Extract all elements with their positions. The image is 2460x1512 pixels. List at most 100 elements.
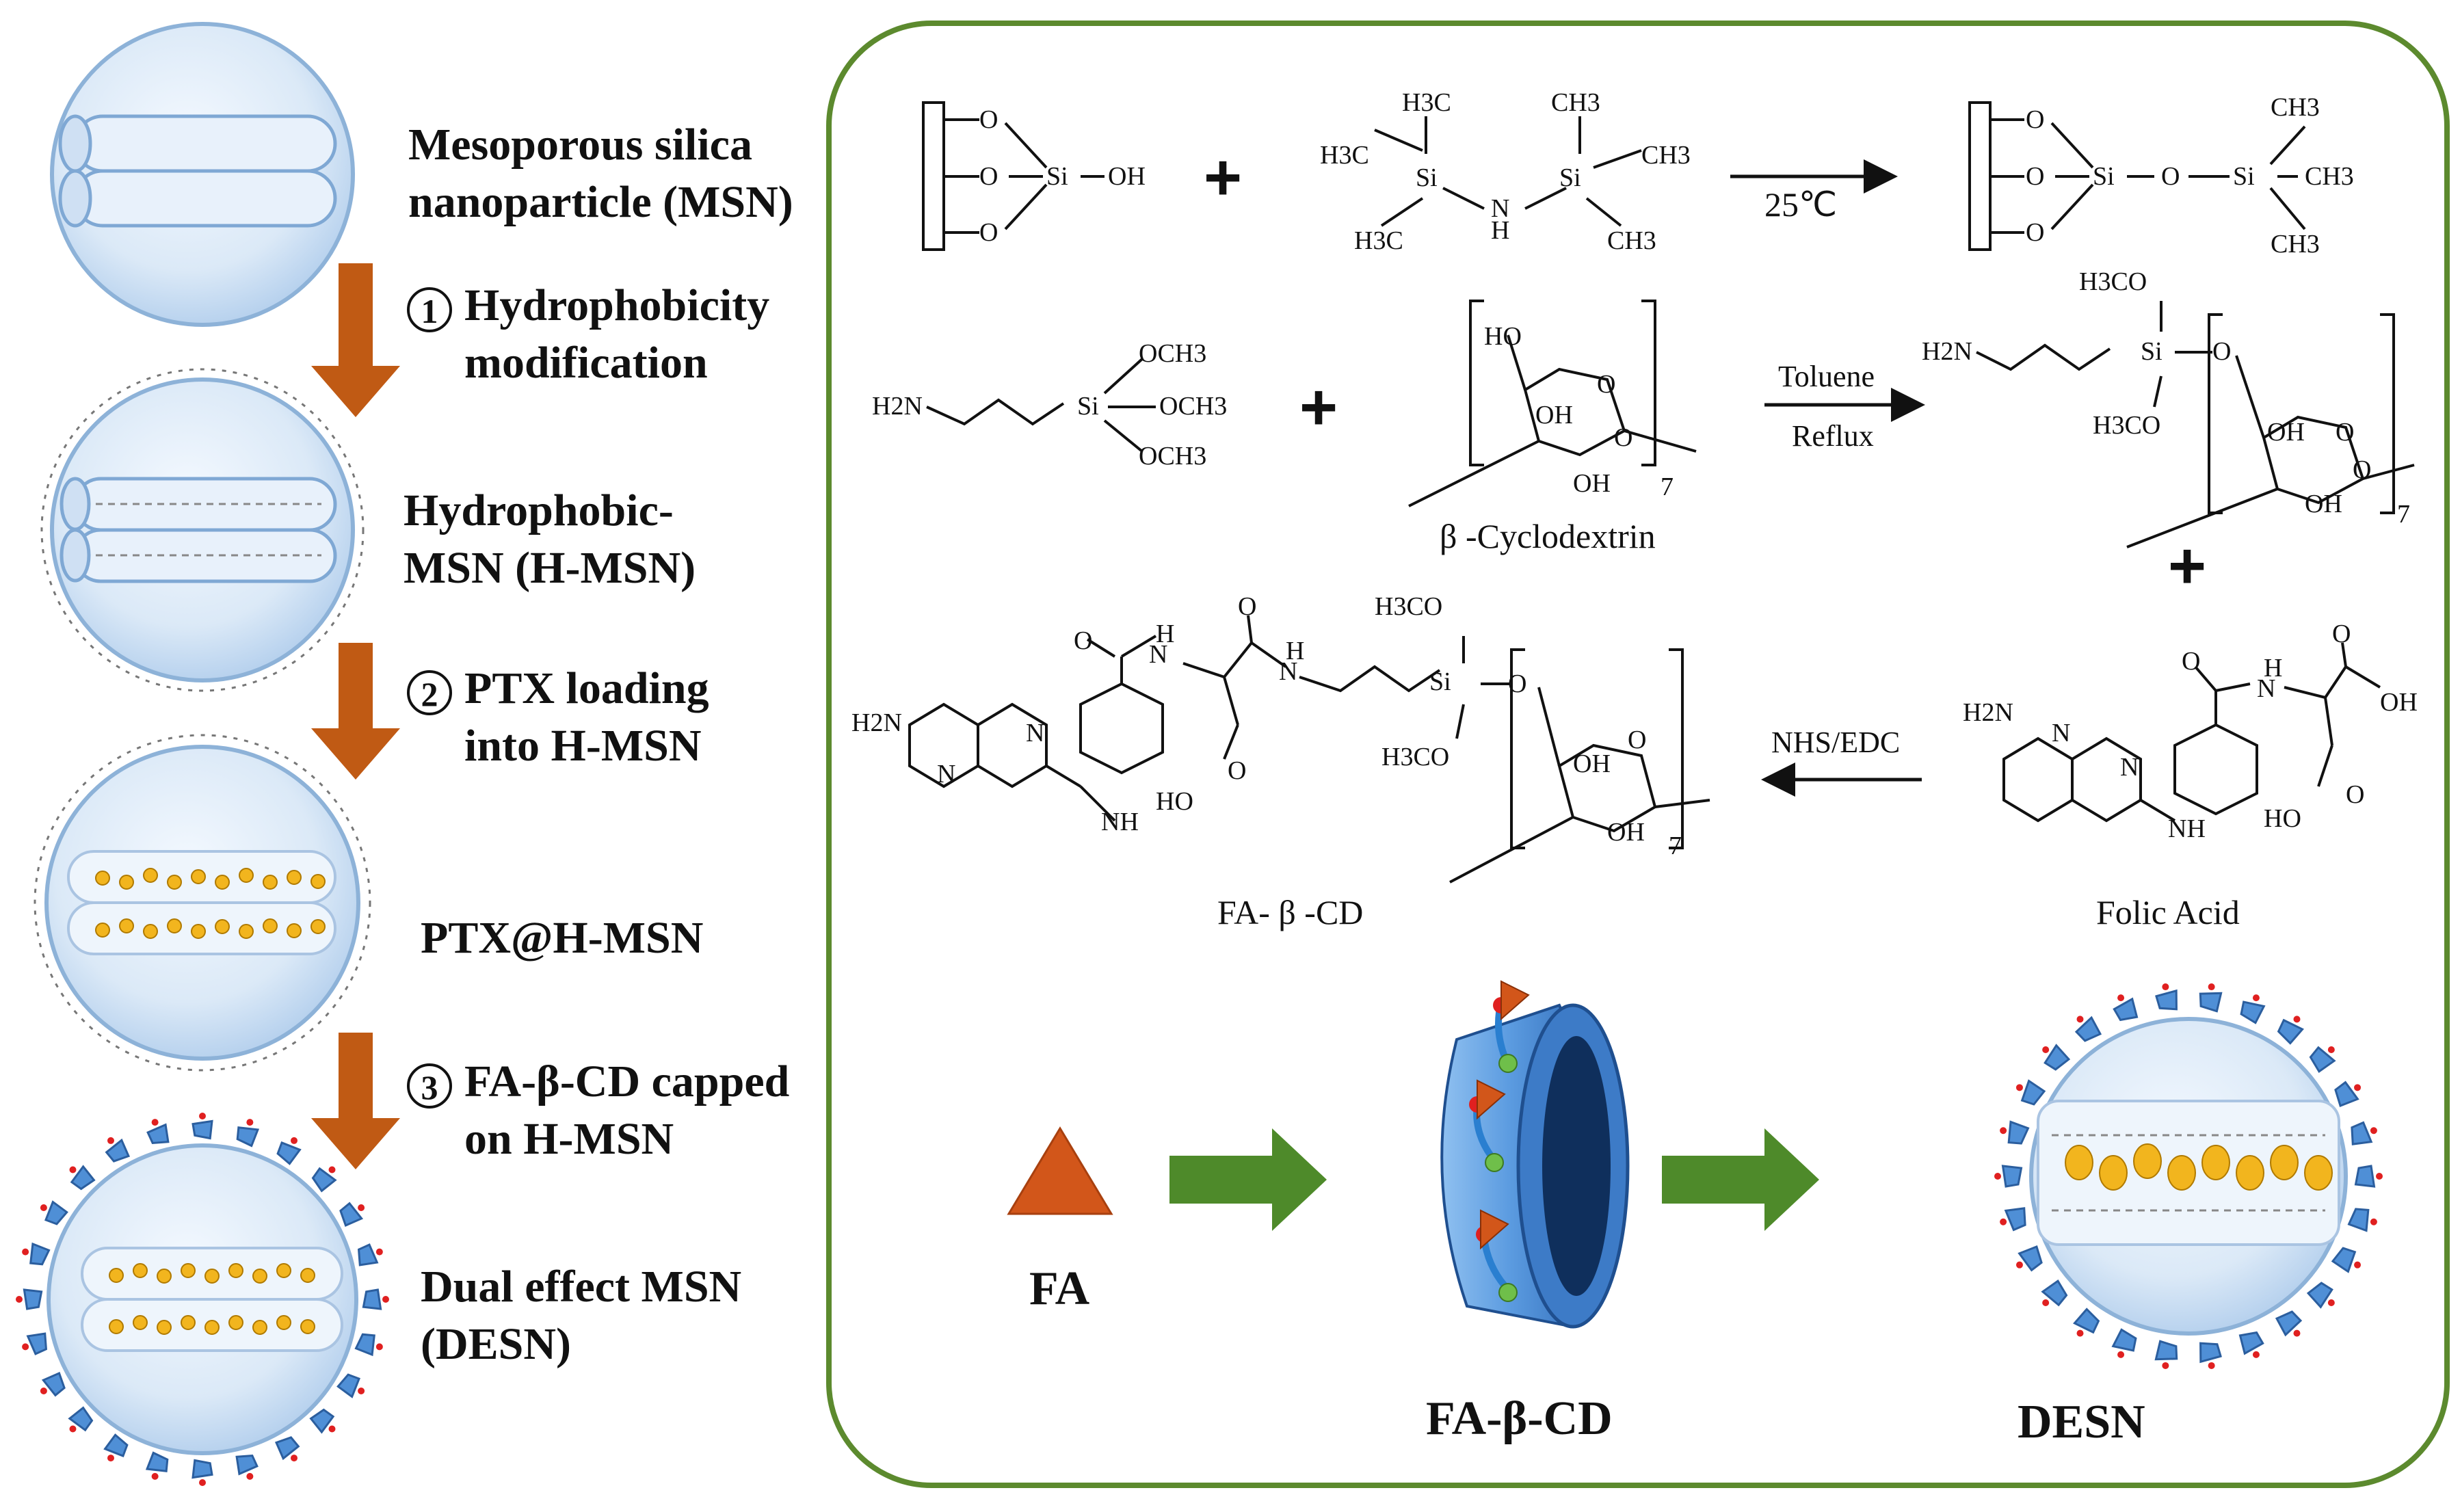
fa-ligand-dot (2327, 1046, 2335, 1053)
r2-och3-mid: OCH3 (1159, 392, 1228, 421)
cd-cap-icon (2306, 1282, 2333, 1309)
fa-ligand-dot (40, 1204, 47, 1211)
fa-ligand-dot (291, 1137, 297, 1144)
r3-h2n: H2N (851, 708, 902, 737)
r1-h3c-bot: H3C (1354, 226, 1403, 255)
r3-ho-acid: HO (1156, 787, 1193, 816)
cd-cap-icon (2020, 1079, 2046, 1106)
hmsn-label-line1: Hydrophobic- (404, 486, 674, 535)
cd-cap-icon (339, 1202, 364, 1228)
r3-condition: NHS/EDC (1771, 726, 1901, 759)
step1-number: 1 (407, 287, 452, 332)
fa-ligand-dot (2117, 1351, 2125, 1358)
fa-ligand-dot (107, 1137, 114, 1144)
fa-ligand-dot (69, 1425, 77, 1433)
fa-ligand-dot (2370, 1127, 2377, 1135)
fa-ligand-dot (107, 1455, 114, 1462)
fa-ligand-dot (2293, 1329, 2301, 1337)
fa-ligand-dot (2162, 983, 2169, 991)
fa-ligand-dot (375, 1343, 383, 1351)
r1-si-a: Si (1416, 163, 1438, 192)
r2p-oh-b: OH (2305, 490, 2342, 518)
r3-plus: + (2168, 529, 2207, 602)
r2-cd-ho: HO (1484, 322, 1522, 351)
r1-ch3-bot: CH3 (1607, 226, 1656, 255)
fa-ligand-dot (2076, 1016, 2084, 1023)
r3-folic-acid-label: Folic Acid (2096, 893, 2240, 931)
fa-o-amide: O (2182, 647, 2201, 676)
reaction-panel (826, 21, 2450, 1488)
r3-h3co-top: H3CO (1375, 592, 1443, 621)
fa-o-acid2: O (2346, 780, 2365, 809)
cd-cap-icon (2275, 1310, 2303, 1337)
r1-h3c-left: H3C (1320, 141, 1369, 170)
reaction3-structures (908, 615, 2381, 884)
r3-o-ring: O (1628, 726, 1647, 754)
fa-oh-acid1: OH (2380, 688, 2418, 717)
desn-label-left: Dual effect MSN (DESN) (421, 1258, 741, 1373)
step-arrow-2 (311, 643, 400, 780)
fa-ligand-dot (328, 1425, 336, 1433)
cd-cap-icon (311, 1167, 337, 1193)
fa-ligand-dot (2076, 1329, 2084, 1337)
fa-triangle (1007, 1126, 1113, 1215)
cd-cap-icon (2351, 1121, 2373, 1145)
r3-o-amide2: O (1238, 592, 1257, 621)
cd-cap-icon (2238, 1331, 2264, 1355)
fa-ligand-dot (2327, 1299, 2335, 1307)
r1p-ch3-bot: CH3 (2271, 230, 2320, 258)
fa-ligand-dot (40, 1388, 47, 1394)
r3-fa-cd-label: FA- β -CD (1217, 893, 1364, 931)
fa-ligand-dot (2354, 1261, 2362, 1269)
cd-cap-icon (44, 1200, 68, 1225)
cd-cap-icon (276, 1141, 302, 1165)
desn-label-line1: Dual effect MSN (421, 1262, 742, 1312)
r1-o-top: O (979, 105, 998, 134)
r2p-h2n: H2N (1922, 337, 1972, 366)
fa-ligand-dot (69, 1166, 77, 1173)
cd-cap-icon (23, 1288, 43, 1310)
fa-o-acid1: O (2332, 620, 2351, 648)
flow-arrow-2 (1662, 1128, 1819, 1231)
cd-cap-icon (2155, 989, 2178, 1011)
cd-cap-icon (29, 1242, 51, 1266)
cd-cap-icon (146, 1123, 170, 1145)
r3-si: Si (1429, 667, 1451, 696)
r2-condition-top: Toluene (1778, 360, 1875, 393)
fa-n-b: N (2120, 753, 2139, 782)
r2-cd-oh-b: OH (1573, 469, 1611, 498)
desn-label-line2: (DESN) (421, 1319, 572, 1369)
cd-cap-icon (2347, 1208, 2370, 1232)
r1-n: N (1491, 194, 1510, 223)
msn-label-line1: Mesoporous silica (408, 120, 752, 170)
cd-cap-icon (309, 1408, 335, 1434)
msn-particle (50, 22, 355, 327)
cd-cap-icon (354, 1333, 375, 1357)
cd-cap-icon (357, 1243, 379, 1266)
r2-och3-top: OCH3 (1139, 339, 1207, 368)
fa-ligand-dot (2042, 1299, 2050, 1307)
r3-nh: NH (1101, 808, 1139, 836)
cd-cap-icon (2111, 1328, 2137, 1352)
fa-cd-label: FA-β-CD (1426, 1392, 1613, 1445)
r2-cd-repeat: 7 (1661, 473, 1674, 501)
fa-ligand-dot (2293, 1016, 2301, 1023)
r2-h2n: H2N (872, 392, 923, 421)
cd-cap-icon (2004, 1207, 2026, 1232)
r1-oh: OH (1108, 162, 1146, 191)
r1p-si-a: Si (2093, 162, 2115, 191)
fa-ligand-dot (151, 1119, 159, 1126)
fa-ligand-dot (2015, 1084, 2023, 1091)
r1p-o-bot: O (2026, 218, 2045, 247)
cd-cap-icon (235, 1454, 259, 1476)
fa-ligand-dot (358, 1388, 365, 1394)
r1-h: H (1491, 216, 1510, 245)
r3-repeat: 7 (1669, 832, 1682, 860)
fa-n-a: N (2052, 719, 2071, 747)
fa-label: FA (1029, 1262, 1090, 1315)
fa-ligand-dot (2354, 1084, 2362, 1091)
msn-label-line2: nanoparticle (MSN) (408, 177, 793, 227)
fa-ligand-dot (291, 1455, 297, 1462)
